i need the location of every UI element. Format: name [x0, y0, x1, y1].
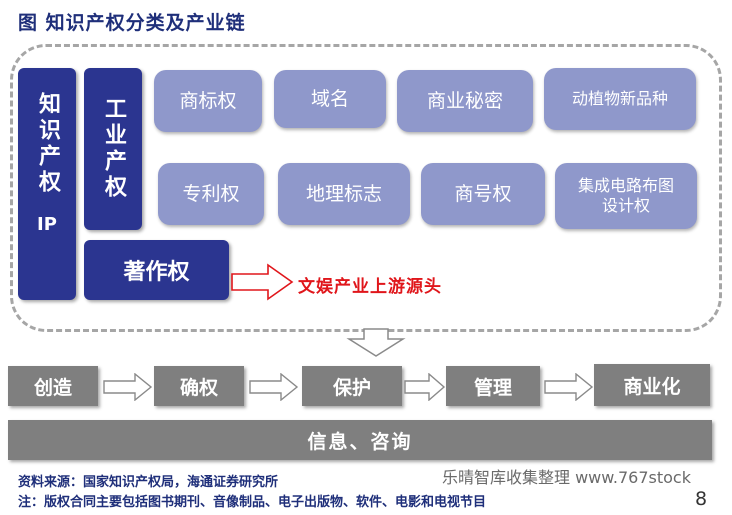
chain-step-protect: 保护 [302, 366, 402, 406]
item-domain: 域名 [274, 70, 386, 128]
item-trade-name: 商号权 [421, 163, 545, 225]
item-trade-secret: 商业秘密 [397, 70, 533, 132]
culture-industry-label: 文娱产业上游源头 [298, 277, 442, 297]
ip-category-box: 知识产权 IP [18, 68, 76, 300]
ip-abbr: IP [37, 214, 57, 235]
copyright-box: 著作权 [84, 240, 229, 300]
chain-step-commercialize: 商业化 [594, 364, 710, 406]
industrial-property-label: 工业产权 [101, 97, 126, 201]
copyright-arrow-icon [231, 263, 294, 301]
watermark: 乐晴智库收集整理 www.767stock [442, 468, 691, 487]
item-ic-layout: 集成电路布图设计权 [555, 163, 697, 229]
industrial-property-box: 工业产权 [84, 68, 142, 230]
page-title: 图 知识产权分类及产业链 [18, 12, 246, 34]
item-plant-variety: 动植物新品种 [544, 68, 696, 130]
chain-step-confirm: 确权 [154, 366, 244, 406]
page-number: 8 [695, 488, 708, 510]
source-note: 资料来源：国家知识产权局，海通证券研究所 [18, 475, 279, 490]
down-arrow-icon [346, 328, 406, 357]
chain-arrow-icon [103, 373, 153, 401]
chain-arrow-icon [544, 373, 594, 401]
chain-step-create: 创造 [8, 366, 98, 406]
ip-label: 知识产权 [35, 92, 60, 196]
item-trademark: 商标权 [154, 70, 262, 132]
item-patent: 专利权 [158, 163, 264, 225]
chain-arrow-icon [404, 373, 446, 401]
footnote: 注：版权合同主要包括图书期刊、音像制品、电子出版物、软件、电影和电视节目 [18, 495, 487, 510]
item-geo-indication: 地理标志 [278, 163, 410, 225]
chain-arrow-icon [249, 373, 299, 401]
chain-step-manage: 管理 [446, 366, 540, 406]
info-consulting-bar: 信息、咨询 [8, 420, 712, 460]
